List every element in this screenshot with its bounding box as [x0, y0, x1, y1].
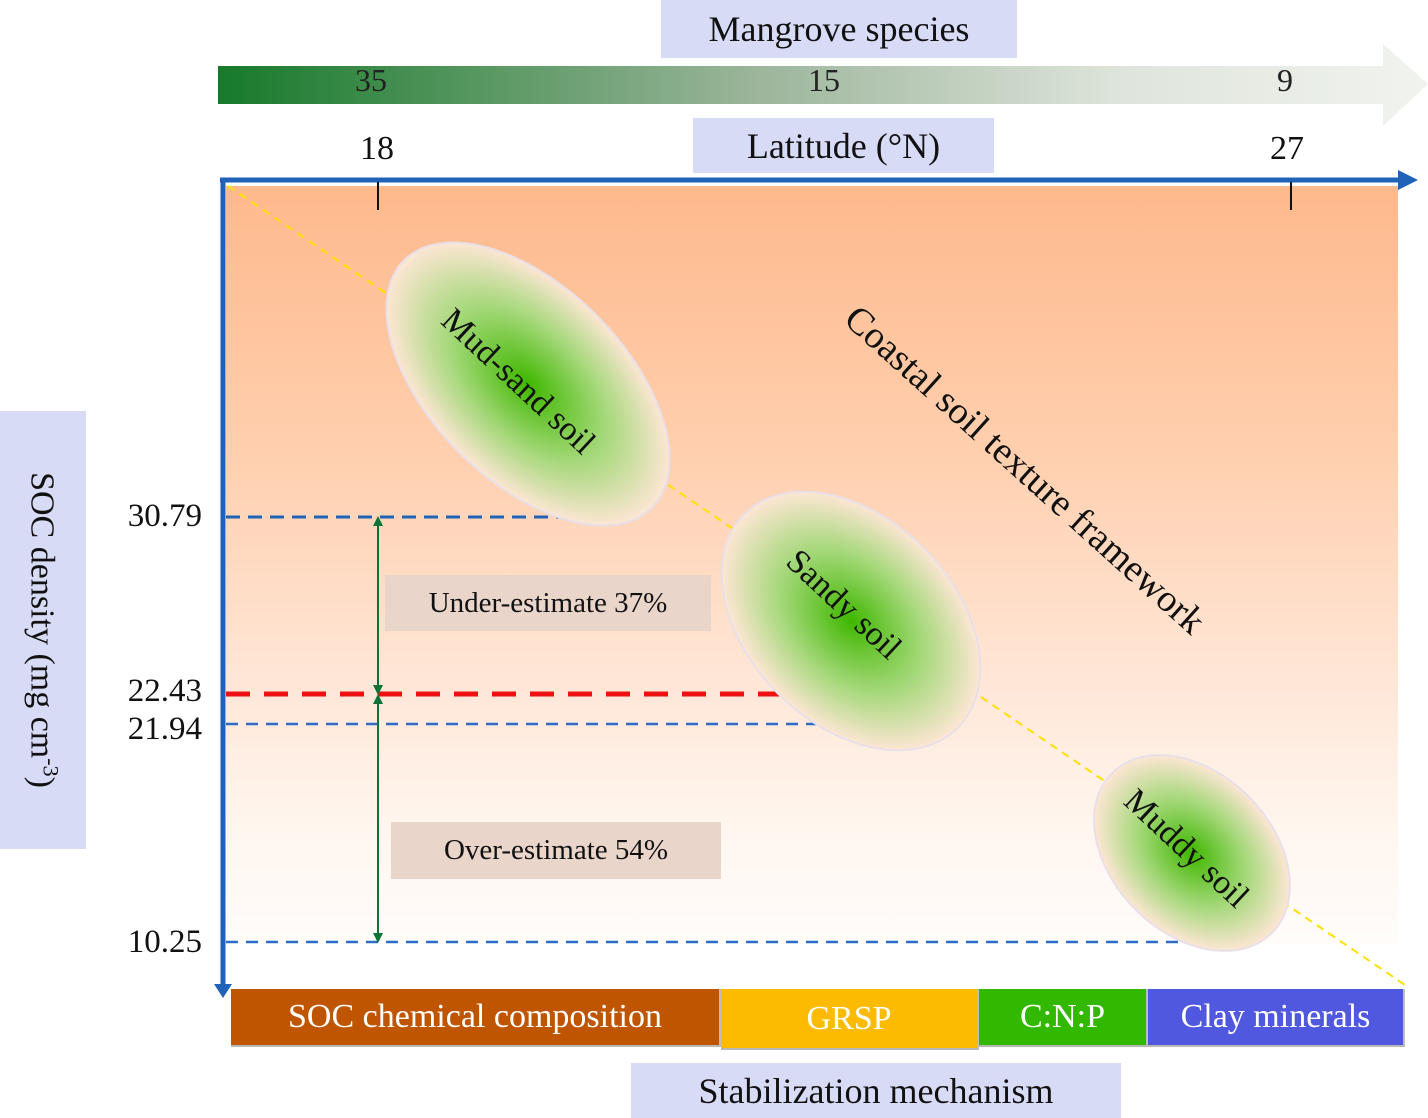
- y-tick-22-43: 22.43: [127, 673, 202, 709]
- over-estimate-label: Over-estimate 54%: [391, 822, 721, 879]
- species-count-35: 35: [355, 62, 387, 98]
- species-count-15: 15: [808, 62, 840, 98]
- latitude-label: Latitude (°N): [693, 118, 994, 173]
- stabilization-mechanism-label: Stabilization mechanism: [631, 1063, 1121, 1118]
- mangrove-species-gradient-arrow: [218, 44, 1428, 126]
- y-axis-label: SOC density (mg cm-3): [22, 472, 63, 788]
- muddy-soil-ellipse: [1093, 754, 1291, 952]
- y-axis-arrowhead: [214, 984, 232, 998]
- latitude-tick-18: 18: [360, 130, 394, 167]
- y-tick-30-79: 30.79: [127, 498, 202, 534]
- mechanism-soc-chemical-composition: SOC chemical composition: [231, 989, 721, 1047]
- y-tick-21-94: 21.94: [127, 711, 202, 747]
- mechanism-clay-minerals: Clay minerals: [1148, 989, 1405, 1047]
- latitude-tick-27: 27: [1270, 130, 1304, 167]
- mechanism-grsp: GRSP: [721, 989, 979, 1050]
- under-estimate-label: Under-estimate 37%: [385, 575, 711, 631]
- mechanism-cnp: C:N:P: [979, 989, 1148, 1047]
- sandy-soil-ellipse: [720, 490, 982, 752]
- y-axis-label-box: [0, 411, 86, 849]
- x-axis-arrowhead: [1398, 170, 1418, 190]
- y-axis-label-close: ): [23, 776, 61, 788]
- y-axis-label-main: SOC density (mg cm: [23, 472, 61, 759]
- mud-sand-soil-ellipse: [385, 241, 671, 527]
- y-tick-10-25: 10.25: [127, 924, 202, 960]
- y-axis-label-exponent: -3: [38, 758, 64, 777]
- mangrove-species-label: Mangrove species: [661, 0, 1017, 58]
- species-count-9: 9: [1277, 62, 1293, 98]
